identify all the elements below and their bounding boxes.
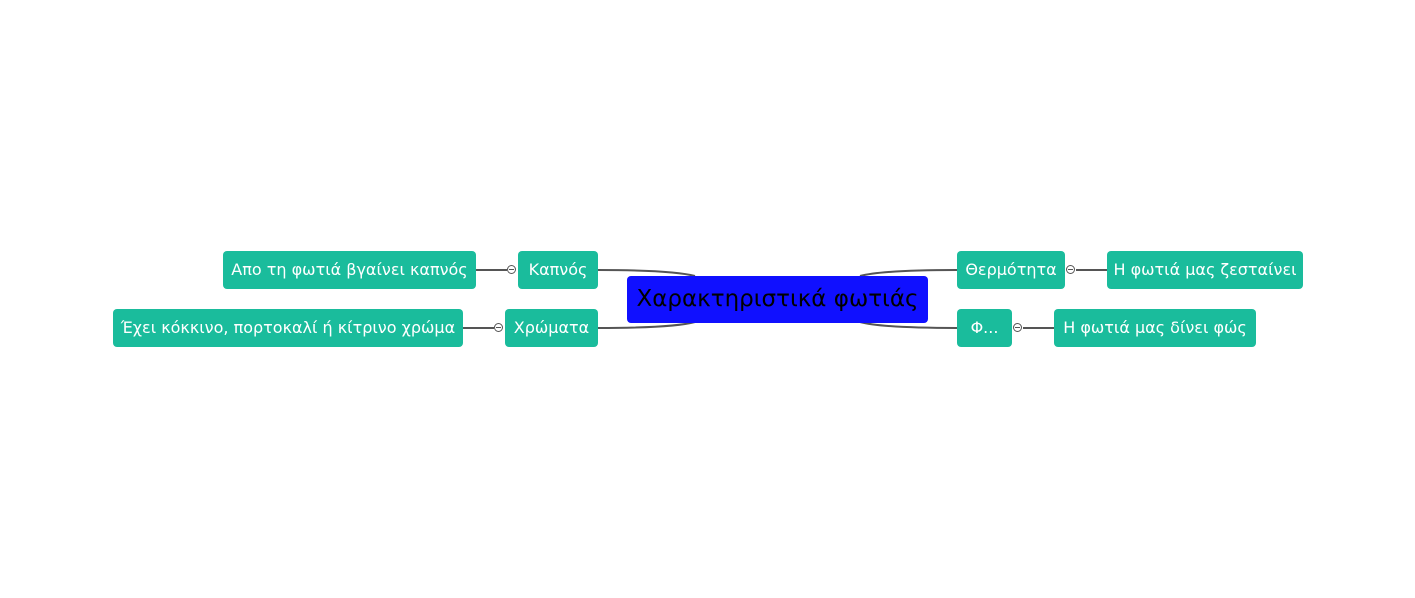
node-xromata[interactable]: Χρώματα xyxy=(505,309,598,347)
node-kapnos-child[interactable]: Απο τη φωτιά βγαίνει καπνός xyxy=(223,251,476,289)
node-fos-child[interactable]: Η φωτιά μας δίνει φώς xyxy=(1054,309,1256,347)
collapse-icon[interactable] xyxy=(1066,265,1075,274)
node-thermotita[interactable]: Θερμότητα xyxy=(957,251,1065,289)
node-kapnos[interactable]: Καπνός xyxy=(518,251,598,289)
node-xromata-child[interactable]: Έχει κόκκινο, πορτοκαλί ή κίτρινο χρώμα xyxy=(113,309,463,347)
node-fos[interactable]: Φ... xyxy=(957,309,1012,347)
collapse-icon[interactable] xyxy=(507,265,516,274)
collapse-icon[interactable] xyxy=(1013,323,1022,332)
connector xyxy=(859,321,958,329)
connector xyxy=(597,321,696,329)
connector xyxy=(859,269,958,277)
connector xyxy=(597,269,696,277)
root-node[interactable]: Χαρακτηριστικά φωτιάς xyxy=(627,276,928,323)
node-thermotita-child[interactable]: Η φωτιά μας ζεσταίνει xyxy=(1107,251,1303,289)
collapse-icon[interactable] xyxy=(494,323,503,332)
